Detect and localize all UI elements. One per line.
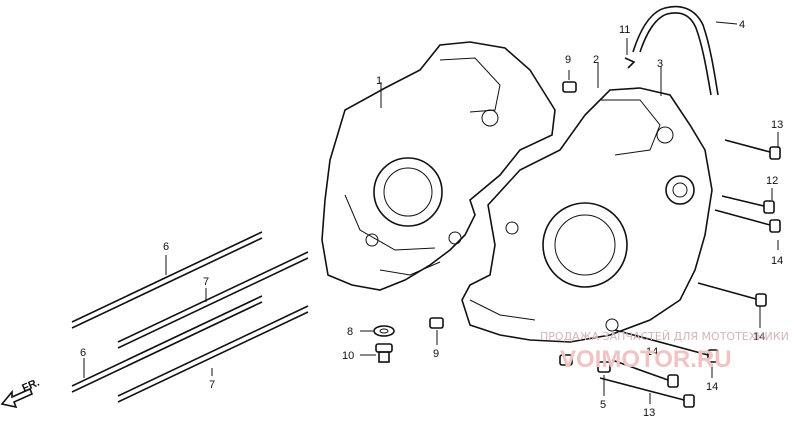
- callout-9-upper: 9: [565, 54, 571, 66]
- breather-tube: [632, 5, 719, 96]
- callout-1: 1: [376, 75, 382, 87]
- callout-2: 2: [593, 54, 599, 66]
- front-direction-indicator: FR.: [0, 377, 41, 409]
- callout-8: 8: [347, 326, 353, 338]
- sealing-washer: [373, 325, 395, 337]
- callout-14-center: 14: [646, 346, 658, 358]
- callout-14-right: 14: [771, 255, 783, 267]
- callout-9-lower: 9: [433, 348, 439, 360]
- callout-5: 5: [600, 399, 606, 411]
- callout-7-lower: 7: [209, 379, 215, 391]
- callout-10: 10: [342, 350, 354, 362]
- callout-13-bottom: 13: [643, 407, 655, 419]
- callout-11: 11: [619, 24, 630, 36]
- callout-3: 3: [657, 58, 663, 70]
- right-crankcase-half: [461, 87, 713, 343]
- flange-bolts-right: [697, 139, 781, 307]
- dowel-pin-5: [559, 354, 611, 373]
- left-crankcase-half: [321, 41, 556, 291]
- direction-arrow-icon: [0, 387, 34, 409]
- callout-7-upper: 7: [203, 276, 209, 288]
- dowel-pin-bottom: [429, 317, 444, 329]
- callout-14-right-lower: 14: [753, 331, 765, 343]
- watermark-line2: VOIMOTOR.RU: [560, 346, 732, 373]
- leader-lines: [83, 21, 779, 404]
- callout-13-right: 13: [771, 119, 783, 131]
- tube-clip: [624, 38, 636, 69]
- direction-label: FR.: [20, 377, 41, 395]
- callout-12: 12: [766, 175, 778, 187]
- callout-6-lower: 6: [80, 347, 86, 359]
- callout-4: 4: [739, 19, 745, 31]
- callout-14-bottom: 14: [706, 381, 718, 393]
- watermark: ПРОДАЖА ЗАПЧАСТЕЙ ДЛЯ МОТОТЕХНИКИ VOIMOT…: [540, 330, 789, 373]
- callout-6-upper: 6: [163, 241, 169, 253]
- flange-bolts-bottom: [599, 329, 719, 408]
- long-stud-bolts: [71, 231, 309, 403]
- callouts: 1 2 3 4 5 6 6 7 7 8 9 9 10 11 12 13 13 1…: [80, 19, 783, 419]
- drain-bolt: [375, 343, 393, 363]
- dowel-pin-top: [562, 70, 577, 93]
- watermark-line1: ПРОДАЖА ЗАПЧАСТЕЙ ДЛЯ МОТОТЕХНИКИ: [540, 330, 789, 343]
